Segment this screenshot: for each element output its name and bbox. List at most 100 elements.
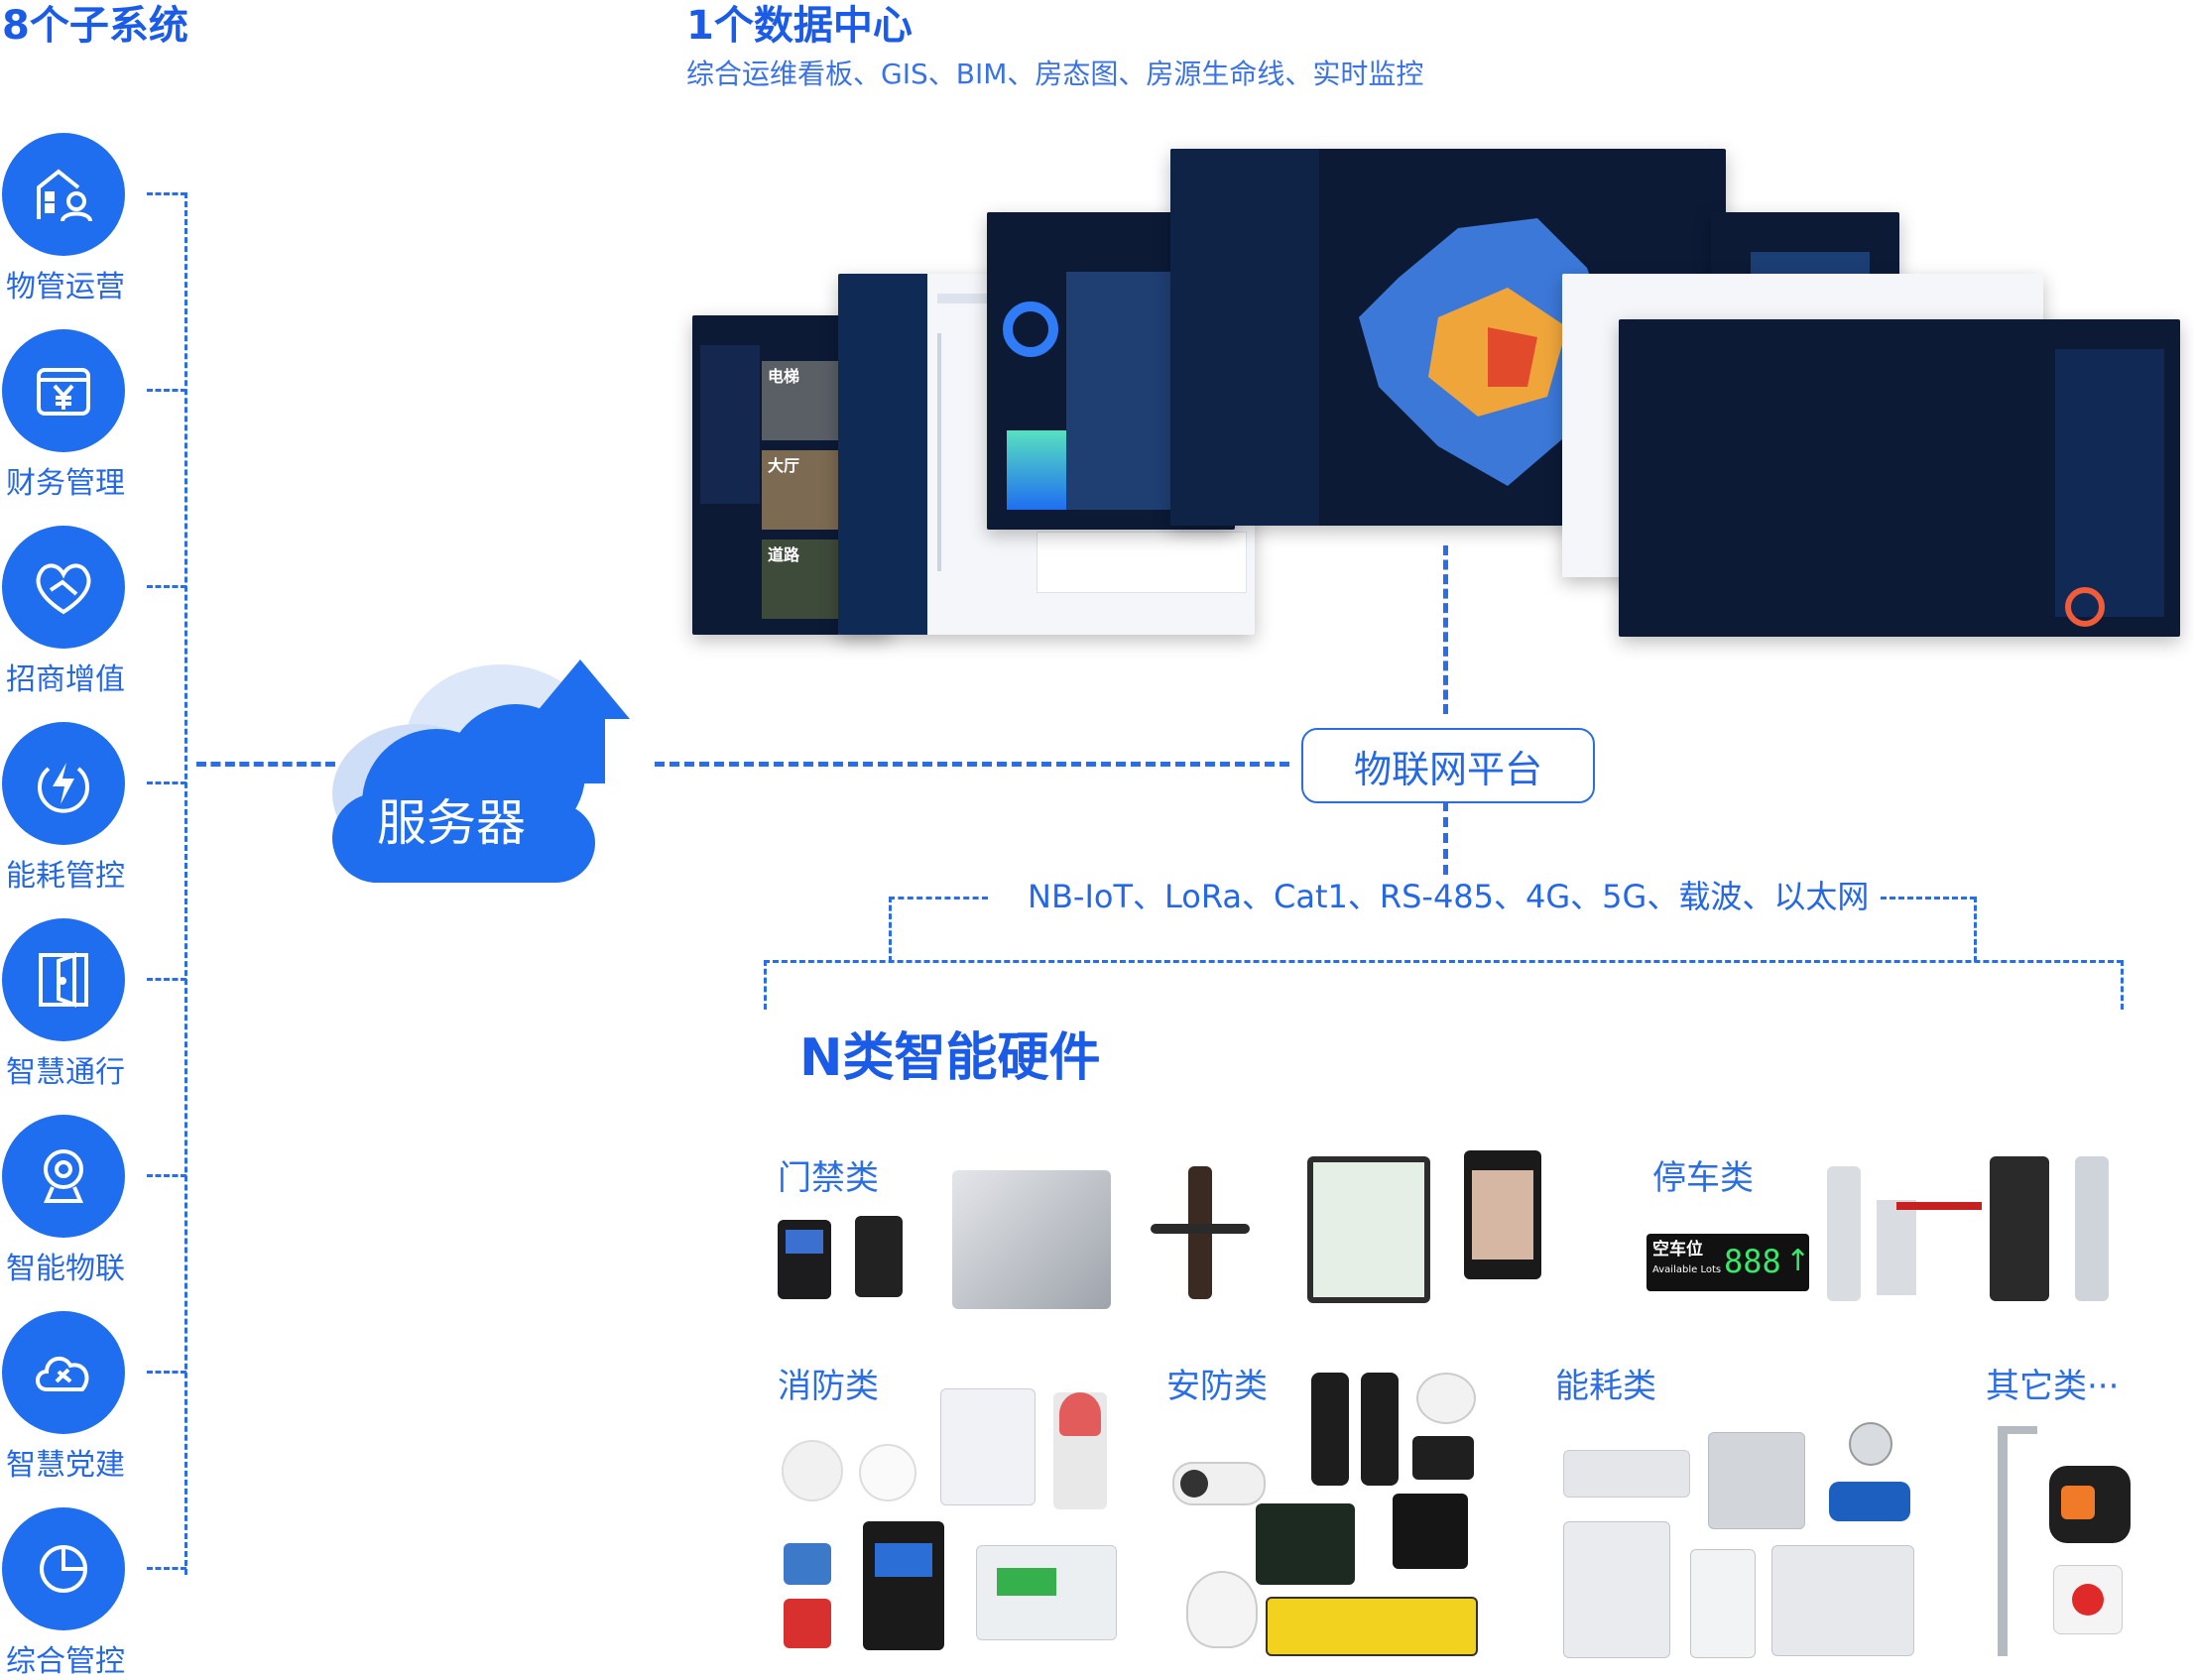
- screen-label-road: 道路: [768, 545, 800, 564]
- category-other: 其它类···: [1986, 1367, 2120, 1406]
- door-icon: [29, 945, 98, 1015]
- device-card-panel: [1412, 1436, 1474, 1480]
- device-fire-alarm-light: [1053, 1392, 1107, 1509]
- device-smart-wristband: [2049, 1466, 2131, 1543]
- subsystem-label: 智慧通行: [6, 1055, 125, 1090]
- hardware-bracket-top: [764, 960, 2123, 963]
- subsystem-icon-circle[interactable]: [2, 329, 125, 452]
- server-label: 服务器: [377, 794, 526, 852]
- device-power-monitor: [976, 1545, 1117, 1640]
- connector-iot-to-protocols: [1443, 801, 1448, 875]
- device-dome-camera: [1416, 1373, 1476, 1424]
- data-center-subtitle: 综合运维看板、GIS、BIM、房态图、房源生命线、实时监控: [686, 58, 1424, 90]
- device-electric-meter: [1563, 1521, 1670, 1658]
- category-energy: 能耗类: [1555, 1367, 1656, 1406]
- screen-monitoring: [1619, 319, 2180, 637]
- subsystem-connector-tick: [147, 585, 186, 588]
- subsystem-connector-tick: [147, 781, 186, 784]
- device-manual-call-point: [784, 1599, 831, 1648]
- category-access: 门禁类: [778, 1158, 879, 1198]
- subsystem-label: 招商增值: [6, 662, 125, 697]
- subsystem-label: 智能物联: [6, 1252, 125, 1286]
- device-plate-recognition: [1827, 1166, 1861, 1301]
- subsystem-icon-circle[interactable]: [2, 1507, 125, 1630]
- hardware-title: N类智能硬件: [799, 1028, 1101, 1088]
- device-fire-monitor: [940, 1388, 1036, 1505]
- protocols-label: NB-IoT、LoRa、Cat1、RS-485、4G、5G、载波、以太网: [1028, 878, 1870, 915]
- building-user-icon: [29, 160, 98, 229]
- subsystem-icon-circle[interactable]: [2, 918, 125, 1041]
- device-access-controller: [1256, 1503, 1355, 1585]
- protocols-bracket-left-drop: [889, 897, 892, 962]
- handshake-heart-icon: [29, 552, 98, 622]
- arrow-up-icon: ↑: [1785, 1244, 1811, 1278]
- subsystem-connector-tick: [147, 1174, 186, 1177]
- subsystem-label: 智慧党建: [6, 1448, 125, 1483]
- subsystem-label: 综合管控: [6, 1644, 125, 1679]
- device-flow-meter: [1829, 1422, 1910, 1531]
- server-cloud: 服务器: [317, 645, 635, 893]
- device-smart-lamp-pole: [1970, 1426, 2039, 1656]
- device-access-terminal: [778, 1220, 831, 1299]
- device-smoke-detector: [782, 1440, 843, 1501]
- connector-server-to-iot: [655, 762, 1289, 767]
- subsystems-title: 8个子系统: [2, 3, 188, 49]
- device-parking-display: 空车位 Available Lots 888 ↑: [1646, 1234, 1811, 1291]
- device-multi-meter: [1771, 1545, 1914, 1656]
- energy-bolt-icon: [29, 749, 98, 818]
- screen-label-elevator: 电梯: [768, 367, 800, 386]
- device-fire-control-panel: [863, 1521, 944, 1650]
- category-parking: 停车类: [1652, 1158, 1754, 1198]
- protocols-bracket-left: [889, 897, 988, 900]
- connector-to-server: [196, 762, 335, 767]
- iot-platform-label: 物联网平台: [1353, 747, 1542, 791]
- subsystem-connector-tick: [147, 978, 186, 981]
- screen-label-lobby: 大厅: [768, 456, 800, 475]
- subsystem-icon-circle[interactable]: [2, 133, 125, 256]
- party-cloud-icon: [29, 1338, 98, 1407]
- device-water-meter: [1690, 1549, 1756, 1658]
- category-security: 安防类: [1166, 1367, 1268, 1406]
- subsystem-connector-tick: [147, 1371, 186, 1374]
- device-keypad: [1393, 1494, 1468, 1569]
- subsystem-icon-circle[interactable]: [2, 526, 125, 649]
- device-heat-detector: [859, 1444, 916, 1501]
- parking-display-text: 空车位: [1652, 1240, 1703, 1260]
- protocols-bracket-right-drop: [1974, 897, 1977, 962]
- device-smart-lock: [1151, 1166, 1250, 1299]
- yuan-wallet-icon: [29, 356, 98, 425]
- subsystem-connector-tick: [147, 389, 186, 392]
- subsystem-label: 能耗管控: [6, 859, 125, 894]
- subsystem-icon-circle[interactable]: [2, 722, 125, 845]
- device-sos-button: [2053, 1565, 2123, 1634]
- category-fire: 消防类: [778, 1367, 879, 1406]
- parking-display-count: 888: [1724, 1243, 1781, 1280]
- subsystem-connector-tick: [147, 1567, 186, 1570]
- protocols-bracket-right: [1881, 897, 1976, 900]
- device-card-reader: [855, 1216, 903, 1297]
- parking-display-subtext: Available Lots: [1652, 1264, 1722, 1275]
- device-parking-lock: [1266, 1597, 1478, 1656]
- iot-platform-box: 物联网平台: [1301, 728, 1595, 803]
- subsystem-icon-circle[interactable]: [2, 1311, 125, 1434]
- subsystem-connector-vertical: [184, 192, 187, 1575]
- device-gas-meter: [1708, 1432, 1805, 1529]
- webcam-icon: [29, 1141, 98, 1211]
- subsystem-icon-circle[interactable]: [2, 1115, 125, 1238]
- device-payment-kiosk: [1990, 1156, 2049, 1301]
- data-center-title: 1个数据中心: [686, 3, 913, 49]
- hardware-bracket-left: [764, 960, 767, 1010]
- device-infrared-beam: [1311, 1373, 1401, 1486]
- device-barrier-gate: [1877, 1196, 1982, 1295]
- device-ptz-camera: [1186, 1571, 1258, 1648]
- device-din-meter: [1563, 1450, 1690, 1498]
- subsystem-label: 财务管理: [6, 466, 125, 501]
- device-turnstile: [952, 1170, 1111, 1309]
- connector-screens-to-iot: [1443, 545, 1448, 714]
- device-swing-gate: [1307, 1156, 1430, 1303]
- device-water-sensor: [784, 1543, 831, 1585]
- device-face-recognition: [1464, 1150, 1541, 1279]
- device-ticket-machine: [2075, 1156, 2109, 1301]
- cloud-upload-icon: [332, 660, 630, 883]
- device-bullet-camera: [1172, 1444, 1281, 1513]
